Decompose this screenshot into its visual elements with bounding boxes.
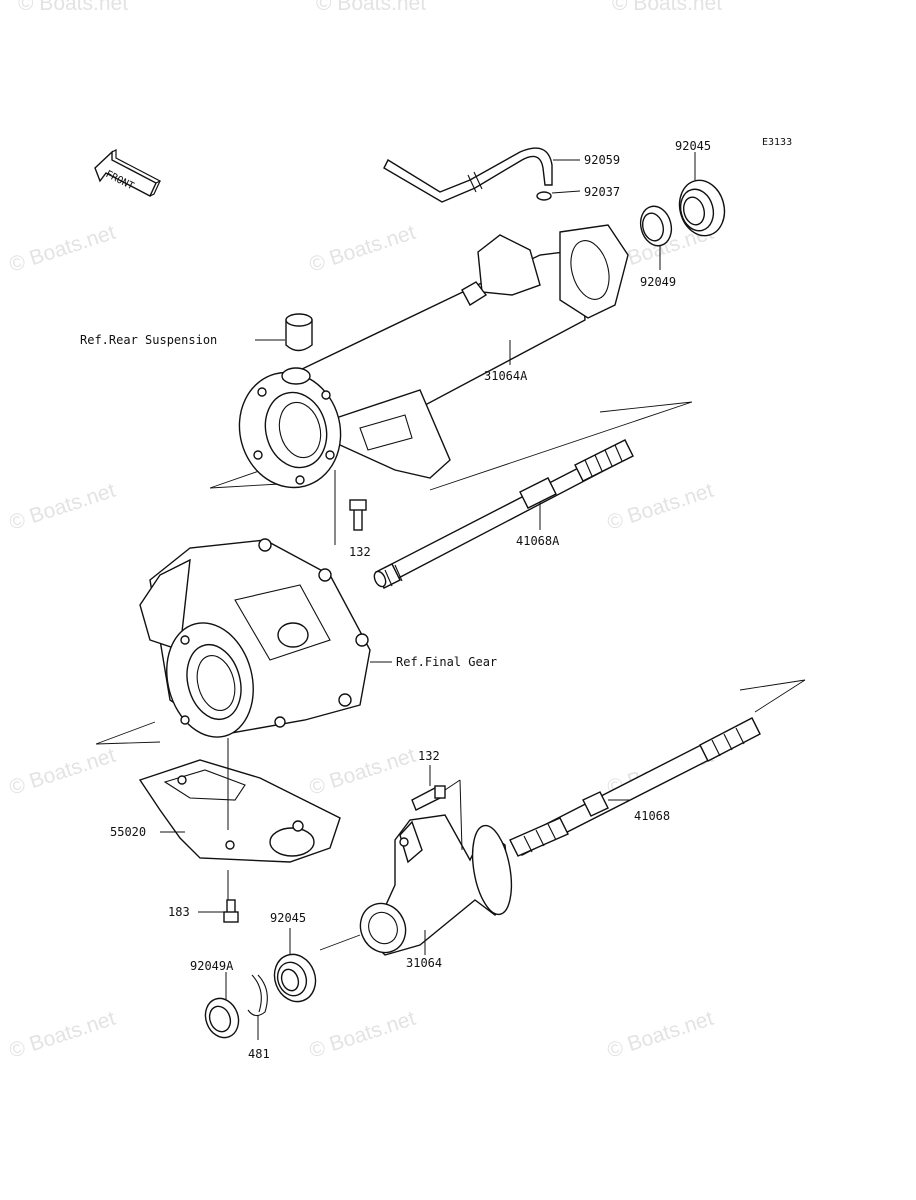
part-label: 31064A bbox=[484, 369, 528, 383]
watermark: © Boats.net bbox=[604, 479, 716, 535]
bolt-upper bbox=[349, 499, 367, 531]
part-label: 481 bbox=[248, 1047, 270, 1061]
rubber-bushing bbox=[285, 313, 313, 352]
axle-shaft-lower bbox=[509, 717, 761, 857]
reference-label: Ref.Rear Suspension bbox=[80, 333, 217, 347]
watermark: © Boats.net bbox=[306, 744, 418, 800]
part-label: 41068 bbox=[634, 809, 670, 823]
seal-lower bbox=[204, 997, 240, 1039]
bearing-upper bbox=[678, 179, 726, 237]
watermark: © Boats.net bbox=[316, 0, 426, 15]
axis-line bbox=[754, 679, 806, 713]
diagram-code: E3133 bbox=[762, 137, 792, 148]
part-label: 92045 bbox=[270, 911, 306, 925]
part-label: 41068A bbox=[516, 534, 560, 548]
leader-lines bbox=[160, 152, 696, 1040]
watermark: © Boats.net bbox=[6, 221, 118, 277]
watermark: © Boats.net bbox=[18, 0, 128, 15]
watermark: © Boats.net bbox=[6, 1007, 118, 1063]
watermark: © Boats.net bbox=[6, 479, 118, 535]
seal-upper bbox=[639, 205, 673, 247]
part-label: 92045 bbox=[675, 139, 711, 153]
axis-line bbox=[95, 721, 156, 745]
reference-label: Ref.Final Gear bbox=[396, 655, 497, 669]
circlip bbox=[247, 974, 268, 1017]
part-label: 92059 bbox=[584, 153, 620, 167]
bolt-lower bbox=[411, 785, 446, 811]
part-label: 132 bbox=[349, 545, 371, 559]
part-label: 55020 bbox=[110, 825, 146, 839]
part-label: 92049 bbox=[640, 275, 676, 289]
part-label: 92037 bbox=[584, 185, 620, 199]
bolt-guard bbox=[223, 899, 239, 923]
watermark: © Boats.net bbox=[612, 0, 722, 15]
skid-guard bbox=[138, 759, 341, 863]
part-label: 31064 bbox=[406, 956, 442, 970]
clamp bbox=[536, 191, 552, 201]
breather-hose bbox=[383, 147, 553, 203]
watermark: © Boats.net bbox=[306, 1007, 418, 1063]
part-label: 132 bbox=[418, 749, 440, 763]
axis-line bbox=[95, 741, 161, 745]
watermark: © Boats.net bbox=[6, 744, 118, 800]
axis-line bbox=[739, 679, 806, 691]
axis-line bbox=[429, 401, 693, 491]
watermark: © Boats.net bbox=[604, 1007, 716, 1063]
part-label: 183 bbox=[168, 905, 190, 919]
final-gear-case bbox=[139, 538, 371, 738]
bearing-lower bbox=[273, 953, 317, 1003]
axis-line bbox=[319, 934, 361, 951]
front-arrow-icon: FRONT bbox=[94, 149, 162, 197]
axis-line bbox=[209, 483, 281, 489]
axle-shaft-upper bbox=[373, 439, 634, 589]
watermark: © Boats.net bbox=[306, 221, 418, 277]
axle-housing-upper bbox=[238, 224, 629, 489]
axle-housing-lower bbox=[359, 814, 513, 956]
part-label: 92049A bbox=[190, 959, 234, 973]
